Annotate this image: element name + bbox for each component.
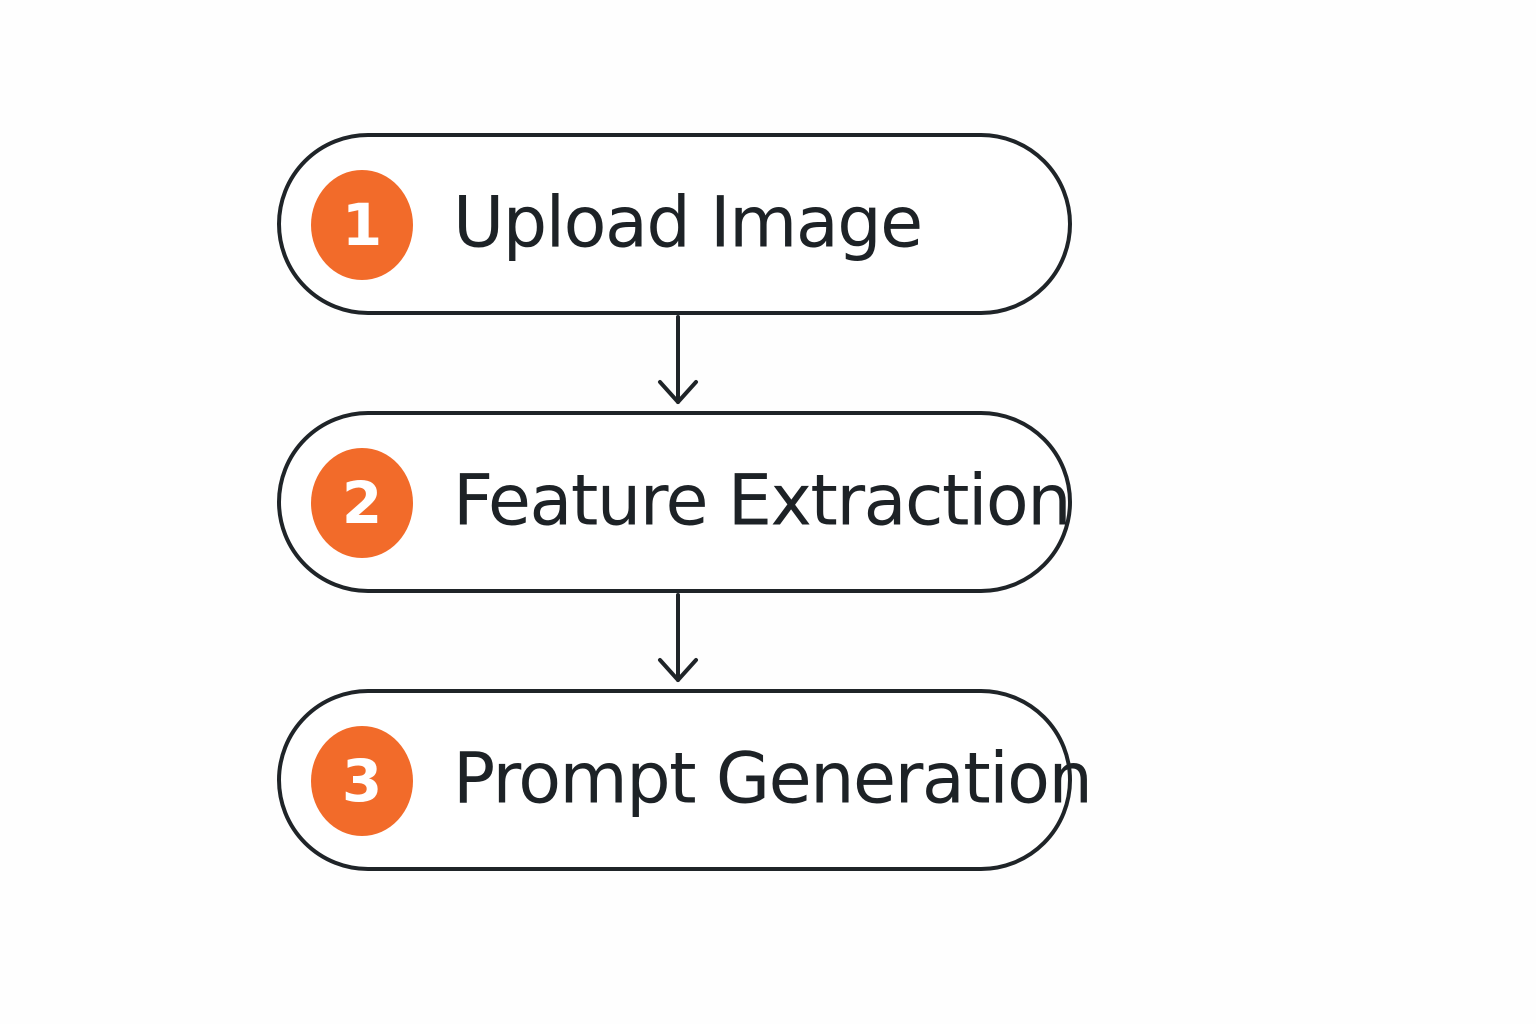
step-label: Upload Image (453, 181, 923, 264)
step-label: Feature Extraction (453, 459, 1072, 542)
step-prompt-generation: 3 Prompt Generation (277, 689, 1093, 871)
step-label: Prompt Generation (453, 737, 1093, 820)
step-number-badge: 3 (311, 726, 413, 836)
step-feature-extraction: 2 Feature Extraction (277, 411, 1072, 593)
step-number-badge: 2 (311, 448, 413, 558)
step-number-badge: 1 (311, 170, 413, 280)
arrow-2-to-3 (658, 593, 698, 682)
step-upload-image: 1 Upload Image (277, 133, 1072, 315)
arrow-1-to-2 (658, 315, 698, 404)
